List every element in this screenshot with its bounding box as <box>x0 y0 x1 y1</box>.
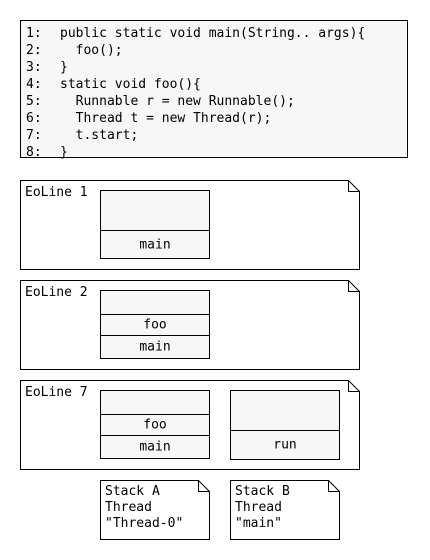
snapshot-eoline-7: EoLine 7 foo main run <box>20 380 360 470</box>
code-listing: 1:public static void main(String.. args)… <box>20 20 408 160</box>
code-line-4: 4:static void foo(){ <box>26 77 201 92</box>
call-stack: foo main <box>100 290 210 360</box>
code-line-6: 6: Thread t = new Thread(r); <box>26 111 272 126</box>
stack-frame-empty <box>100 290 210 315</box>
code-line-3: 3:} <box>26 60 68 75</box>
snapshot-label: EoLine 1 <box>25 185 88 200</box>
stack-frame-run: run <box>230 430 340 460</box>
snapshot-label: EoLine 7 <box>25 385 88 400</box>
call-stack: main <box>100 190 210 260</box>
snapshot-eoline-2: EoLine 2 foo main <box>20 280 360 370</box>
stack-frame-empty <box>100 190 210 231</box>
note-frame <box>230 480 340 540</box>
stack-frame-foo: foo <box>100 414 210 436</box>
call-stack-b: run <box>230 390 340 460</box>
snapshot-eoline-1: EoLine 1 main <box>20 180 360 270</box>
stack-frame-main: main <box>100 230 210 259</box>
code-line-7: 7: t.start; <box>26 128 139 143</box>
note-frame <box>100 480 210 540</box>
code-line-1: 1:public static void main(String.. args)… <box>26 26 366 41</box>
code-line-2: 2: foo(); <box>26 43 123 58</box>
code-line-8: 8:} <box>26 145 68 160</box>
stack-frame-main: main <box>100 435 210 459</box>
stack-frame-foo: foo <box>100 314 210 336</box>
call-stack-a: foo main <box>100 390 210 460</box>
stack-frame-empty <box>230 390 340 431</box>
stack-frame-main: main <box>100 335 210 359</box>
stack-frame-empty <box>100 390 210 415</box>
snapshot-label: EoLine 2 <box>25 285 88 300</box>
code-line-5: 5: Runnable r = new Runnable(); <box>26 94 295 109</box>
